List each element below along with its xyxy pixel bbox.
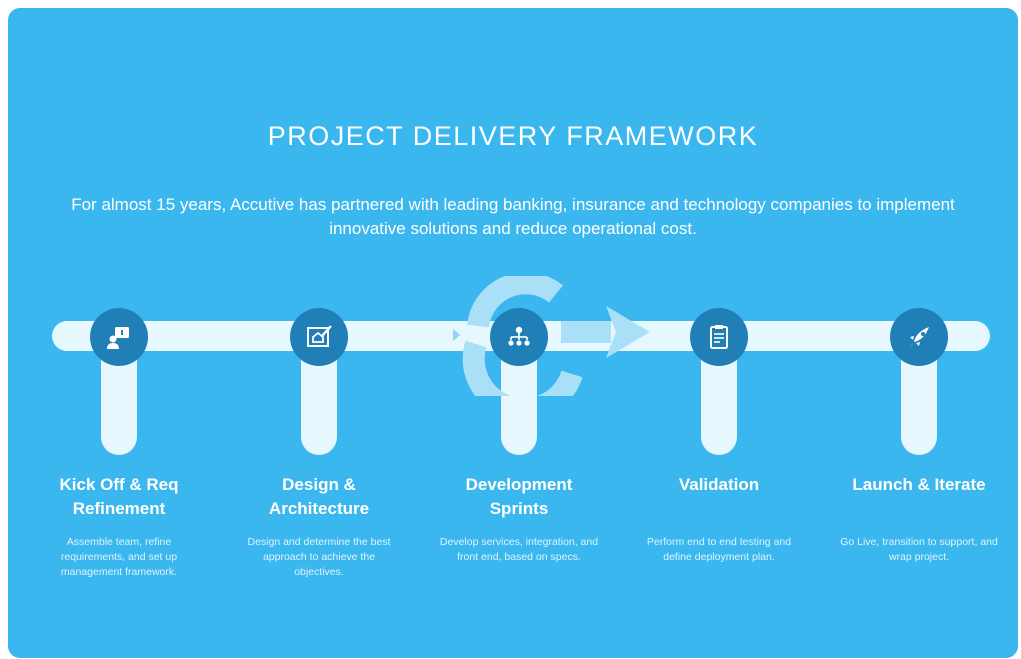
step-4-description: Perform end to end testing and define de… [646, 536, 792, 563]
step-3-description: Develop services, integration, and front… [439, 536, 599, 563]
step-4-title: Validation [678, 475, 760, 494]
org-chart-icon [490, 308, 548, 366]
presenter-icon [90, 308, 148, 366]
step-2-title: Design & Architecture [268, 475, 370, 518]
clipboard-checklist-icon [690, 308, 748, 366]
step-2-description: Design and determine the best approach t… [247, 536, 391, 578]
step-5-title: Launch & Iterate [852, 475, 986, 494]
step-1-description: Assemble team, refine requirements, and … [60, 536, 178, 578]
page-subtitle: For almost 15 years, Accutive has partne… [71, 195, 955, 238]
track-chevron-icon [453, 329, 460, 341]
step-3-title: Development Sprints [465, 475, 573, 518]
framework-card: PROJECT DELIVERY FRAMEWORK For almost 15… [8, 8, 1018, 658]
rocket-icon [890, 308, 948, 366]
blueprint-icon [290, 308, 348, 366]
page-title: PROJECT DELIVERY FRAMEWORK [267, 121, 759, 151]
sprint-cycle-arrow-icon [462, 276, 650, 396]
step-5-description: Go Live, transition to support, and wrap… [840, 536, 998, 563]
step-1-title: Kick Off & Req Refinement [59, 475, 179, 518]
